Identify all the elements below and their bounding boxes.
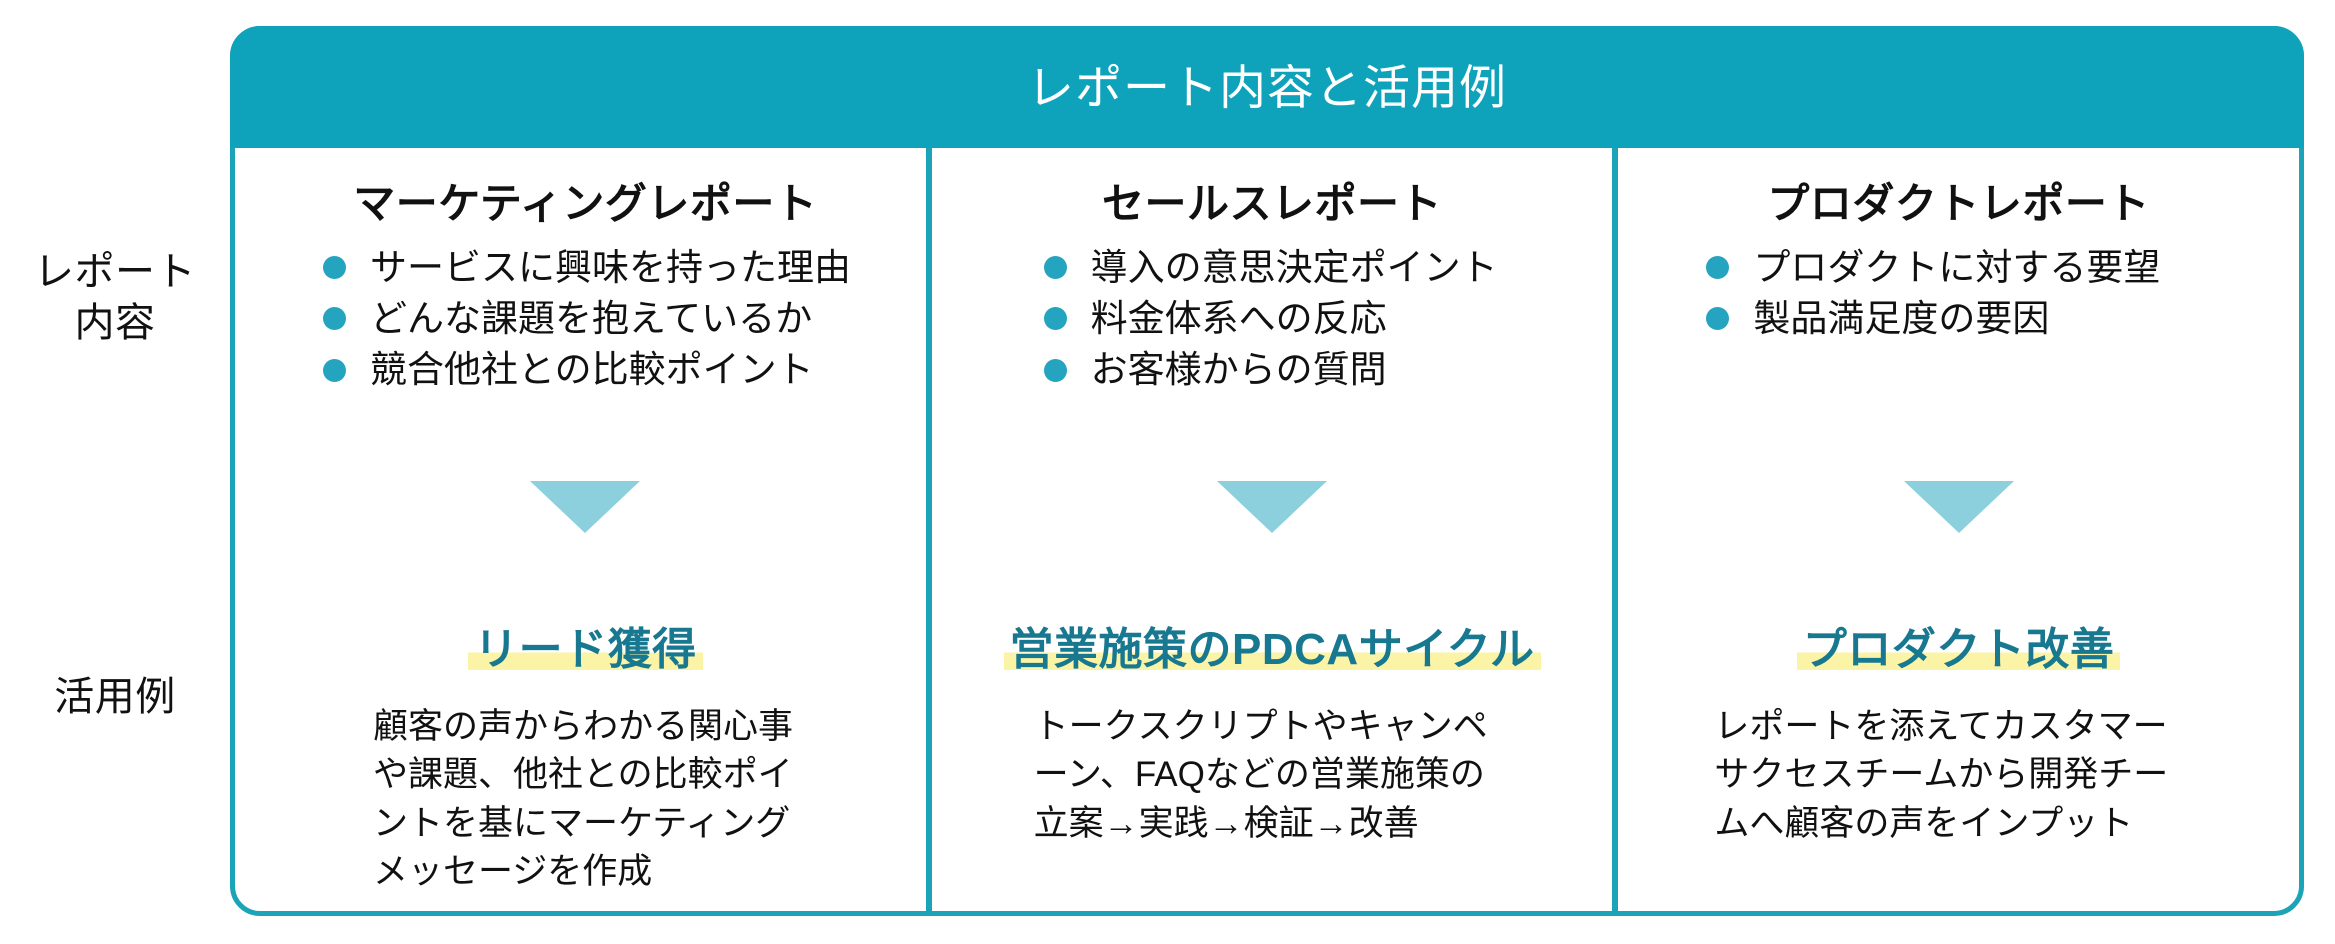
card-header: レポート内容と活用例	[230, 26, 2304, 148]
triangle-down-icon	[1217, 481, 1327, 533]
outcome-sales: 営業施策のPDCAサイクル	[1003, 625, 1541, 674]
bullet-dot-icon	[1706, 307, 1730, 331]
outcome-sales-wrap: 営業施策のPDCAサイクル	[932, 613, 1613, 677]
column-title-marketing: マーケティングレポート	[353, 180, 818, 227]
outcome-product: プロダクト改善	[1796, 625, 2121, 674]
list-item-label: どんな課題を抱えているか	[370, 298, 813, 340]
list-item: どんな課題を抱えているか	[323, 294, 1004, 343]
column-title-sales: セールスレポート	[1102, 180, 1443, 227]
bullet-dot-icon	[323, 307, 346, 331]
list-item-label: 導入の意思決定ポイント	[1090, 247, 1498, 288]
list-item: 料金体系への反応	[1043, 294, 1725, 343]
column-sales-report: セールスレポート 導入の意思決定ポイント 料金体系への反応 お客様からの質	[925, 148, 1613, 916]
column-product-report: プロダクトレポート プロダクトに対する要望 製品満足度の要因 プロダ	[1612, 148, 2299, 916]
body-text-marketing: 顧客の声からわかる関心事や課題、他社との比較ポイントを基にマーケティングメッセー…	[373, 707, 794, 891]
column-title-product: プロダクトレポート	[1767, 180, 2150, 227]
page-title: レポート内容と活用例	[1027, 60, 1507, 114]
list-item: 導入の意思決定ポイント	[1043, 243, 1725, 292]
bullet-dot-icon	[1043, 256, 1067, 280]
bullet-list-product: プロダクトに対する要望 製品満足度の要因	[1618, 243, 2335, 345]
row-label-report-content-line2: 内容	[74, 301, 156, 346]
columns-container: マーケティングレポート サービスに興味を持った理由 どんな課題を抱えているか	[235, 148, 2299, 916]
triangle-down-icon	[530, 481, 641, 533]
list-item-label: 競合他社との比較ポイント	[370, 349, 814, 391]
list-item: 競合他社との比較ポイント	[323, 345, 1004, 394]
bullet-dot-icon	[1043, 358, 1067, 382]
list-item: プロダクトに対する要望	[1706, 243, 2335, 292]
list-item: サービスに興味を持った理由	[323, 243, 1004, 292]
outcome-product-wrap: プロダクト改善	[1618, 613, 2299, 677]
row-label-report-content-line1: レポート	[34, 250, 196, 294]
row-label-report-content: レポート 内容	[0, 247, 230, 349]
list-item-label: プロダクトに対する要望	[1753, 247, 2161, 288]
bullet-list-sales: 導入の意思決定ポイント 料金体系への反応 お客様からの質問	[932, 243, 1725, 397]
bullet-list-marketing: サービスに興味を持った理由 どんな課題を抱えているか 競合他社との比較ポイント	[245, 243, 1004, 397]
report-card: レポート内容と活用例 マーケティングレポート サービスに興味を持った理由 どんな…	[230, 26, 2304, 916]
body-text-product: レポートを添えてカスタマーサクセスチームから開発チームへ顧客の声をインプット	[1714, 707, 2169, 843]
bullet-dot-icon	[323, 256, 346, 280]
row-label-use-case: 活用例	[54, 675, 176, 719]
bullet-dot-icon	[323, 358, 346, 382]
bullet-dot-icon	[1706, 256, 1730, 280]
list-item-label: 製品満足度の要因	[1753, 298, 2050, 340]
list-item-label: サービスに興味を持った理由	[370, 247, 851, 288]
body-text-sales: トークスクリプトやキャンペーン、FAQなどの営業施策の立案→実践→検証→改善	[1033, 707, 1488, 843]
bullet-dot-icon	[1043, 307, 1067, 331]
column-marketing-report: マーケティングレポート サービスに興味を持った理由 どんな課題を抱えているか	[235, 148, 926, 916]
list-item: 製品満足度の要因	[1706, 294, 2335, 343]
list-item-label: 料金体系への反応	[1090, 298, 1387, 340]
outcome-marketing: リード獲得	[468, 625, 703, 674]
list-item-label: お客様からの質問	[1090, 349, 1387, 391]
triangle-down-icon	[1903, 481, 2014, 533]
outcome-marketing-wrap: リード獲得	[245, 613, 926, 677]
list-item: お客様からの質問	[1043, 345, 1725, 394]
